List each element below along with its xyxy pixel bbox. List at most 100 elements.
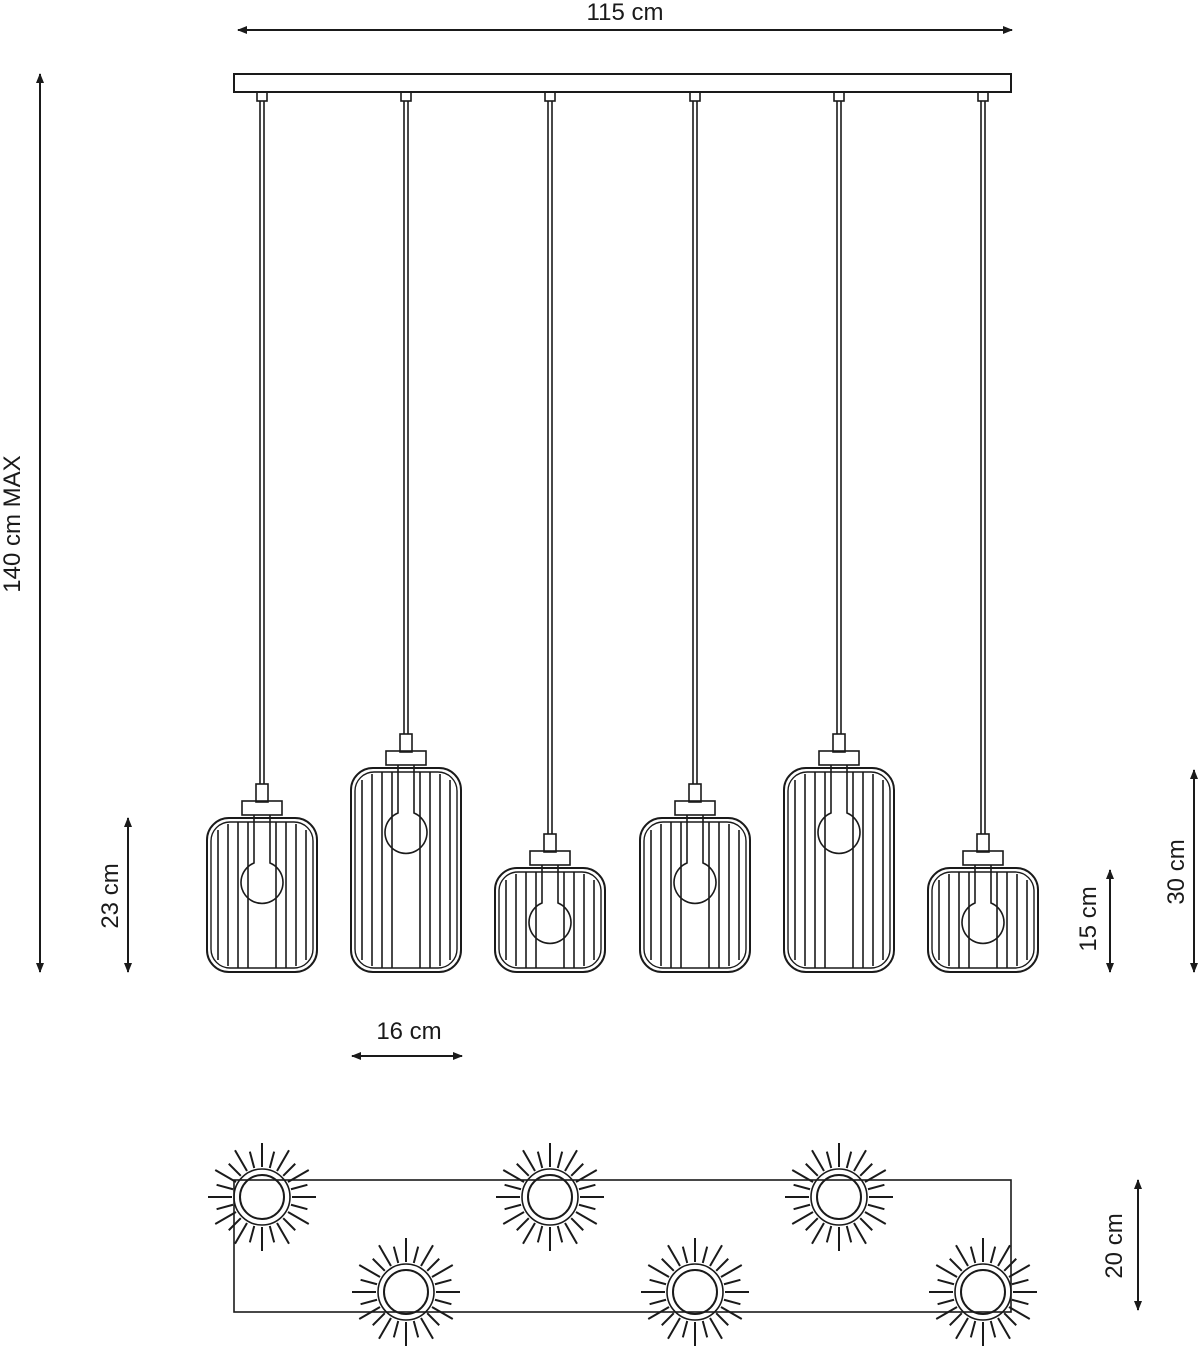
- top-view-spoke: [715, 1312, 729, 1326]
- top-view-canopy-outline: [233, 1179, 1012, 1313]
- top-view-spoke: [556, 1225, 564, 1243]
- shade-outline: [927, 867, 1039, 973]
- small-shade-height-label: 23 cm: [97, 863, 124, 928]
- shade-outline: [783, 767, 895, 973]
- top-view-spoke: [1003, 1312, 1017, 1326]
- top-view-spoke: [504, 1183, 522, 1191]
- top-view-spoke: [845, 1151, 853, 1169]
- top-view-bulb-circle: [239, 1174, 285, 1220]
- socket-cap: [385, 750, 427, 766]
- top-view-spoke: [434, 1298, 452, 1306]
- top-view-spoke: [955, 1244, 969, 1267]
- top-view-spoke: [564, 1149, 578, 1172]
- bulb: [673, 815, 717, 905]
- top-view-shade-5: [641, 1238, 749, 1346]
- top-view-spoke: [276, 1149, 290, 1172]
- cord-grip: [256, 91, 268, 102]
- top-view-ring: [810, 1168, 868, 1226]
- top-view-spoke: [504, 1203, 522, 1211]
- top-view-spoke: [290, 1183, 308, 1191]
- top-view-spoke: [287, 1211, 310, 1225]
- top-view-spoke: [997, 1244, 1011, 1267]
- top-view-spoke: [575, 1211, 598, 1225]
- top-view-spoke: [426, 1258, 440, 1272]
- top-view-spoke: [420, 1244, 434, 1267]
- top-view-spoke: [516, 1163, 530, 1177]
- top-view-spoke: [791, 1169, 814, 1183]
- top-view-spoke: [412, 1246, 420, 1264]
- shade-inner-outline: [643, 821, 747, 969]
- top-view-spoke: [214, 1169, 237, 1183]
- top-view-spoke: [431, 1264, 454, 1278]
- socket-cap: [962, 850, 1004, 866]
- top-view-spoke: [378, 1244, 392, 1267]
- top-view-spoke: [575, 1169, 598, 1183]
- top-view-spoke: [955, 1317, 969, 1340]
- top-view-bulb-circle: [816, 1174, 862, 1220]
- bulb: [961, 865, 1005, 945]
- top-view-spoke: [282, 1217, 296, 1231]
- top-view-spoke: [570, 1163, 584, 1177]
- top-view-spoke: [564, 1222, 578, 1245]
- top-view-spoke: [214, 1211, 237, 1225]
- top-view-ring: [233, 1168, 291, 1226]
- top-view-spoke: [969, 1246, 977, 1264]
- top-view-spoke: [935, 1264, 958, 1278]
- top-view-spoke: [661, 1312, 675, 1326]
- short-shade-height-label: 15 cm: [1075, 886, 1102, 951]
- top-view-spoke: [358, 1264, 381, 1278]
- top-view-spoke: [949, 1258, 963, 1272]
- shade-outline: [350, 767, 462, 973]
- top-view-spoke: [805, 1163, 819, 1177]
- cord-grip: [833, 91, 845, 102]
- top-view-spoke: [811, 1222, 825, 1245]
- top-view-spoke: [268, 1151, 276, 1169]
- top-view-spoke: [1011, 1298, 1029, 1306]
- top-view-spoke: [681, 1246, 689, 1264]
- top-view-spoke: [234, 1149, 248, 1172]
- shade-inner-outline: [498, 871, 602, 969]
- top-view-spoke: [867, 1183, 885, 1191]
- top-view-spoke: [867, 1203, 885, 1211]
- socket: [832, 733, 846, 753]
- top-view-spoke: [502, 1211, 525, 1225]
- top-view-spoke: [853, 1222, 867, 1245]
- top-view-spoke: [412, 1320, 420, 1338]
- top-view-spoke: [949, 1312, 963, 1326]
- top-view-spoke: [578, 1203, 596, 1211]
- socket-cap: [818, 750, 860, 766]
- top-view-spoke: [811, 1149, 825, 1172]
- top-view-shade-4: [352, 1238, 460, 1346]
- tall-shade-height-label: 30 cm: [1163, 839, 1190, 904]
- top-view-spoke: [715, 1258, 729, 1272]
- depth-label: 20 cm: [1101, 1213, 1128, 1278]
- top-view-spoke: [709, 1317, 723, 1340]
- top-view-spoke: [522, 1222, 536, 1245]
- top-view-spoke: [667, 1317, 681, 1340]
- top-view-group: [208, 1143, 1037, 1346]
- top-view-spoke: [536, 1151, 544, 1169]
- top-view-shade-3: [785, 1143, 893, 1251]
- top-view-spoke: [649, 1298, 667, 1306]
- top-view-spoke: [805, 1217, 819, 1231]
- top-view-spoke: [216, 1203, 234, 1211]
- top-view-spoke: [228, 1217, 242, 1231]
- top-view-spoke: [1008, 1306, 1031, 1320]
- top-view-spoke: [228, 1163, 242, 1177]
- top-view-spoke: [287, 1169, 310, 1183]
- top-view-ring: [666, 1263, 724, 1321]
- top-view-spoke: [989, 1246, 997, 1264]
- top-view-spoke: [825, 1225, 833, 1243]
- socket-cap: [674, 800, 716, 816]
- top-view-ring: [521, 1168, 579, 1226]
- top-view-spoke: [647, 1306, 670, 1320]
- pendant-1: [206, 91, 318, 973]
- top-view-spoke: [661, 1258, 675, 1272]
- top-view-spoke: [282, 1163, 296, 1177]
- top-view-spoke: [989, 1320, 997, 1338]
- width-label: 115 cm: [587, 0, 664, 26]
- top-view-spoke: [997, 1317, 1011, 1340]
- top-view-spoke: [426, 1312, 440, 1326]
- top-view-spoke: [720, 1306, 743, 1320]
- top-view-ring: [954, 1263, 1012, 1321]
